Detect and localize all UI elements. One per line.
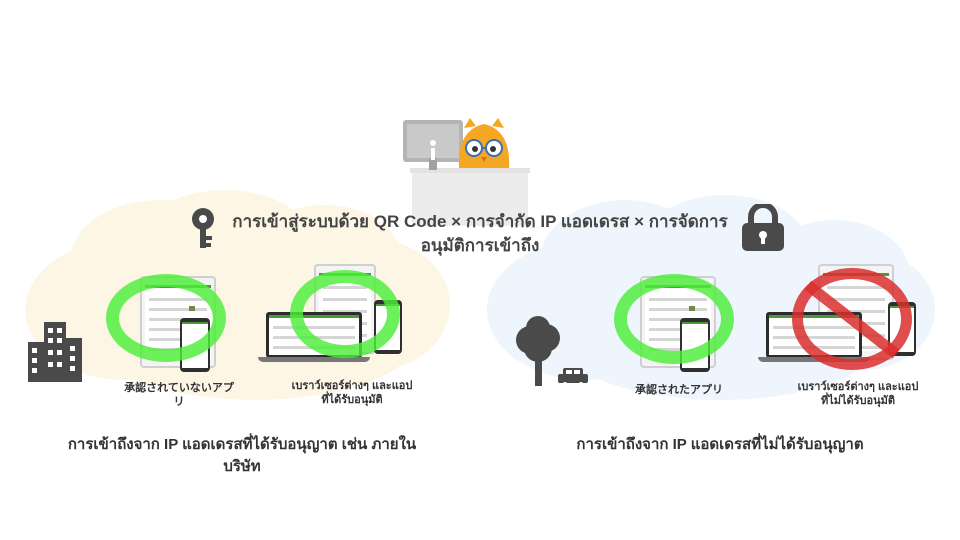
green-circle-icon xyxy=(106,274,226,362)
car-icon xyxy=(558,368,588,386)
desk-with-computer xyxy=(400,116,530,226)
unauthorized-ip-caption: การเข้าถึงจาก IP แอดเดรสที่ไม่ได้รับอนุญ… xyxy=(576,436,864,453)
key-icon xyxy=(192,208,214,248)
office-building-icon xyxy=(28,322,82,382)
laptop-base xyxy=(258,357,370,362)
approved-browser-app-label: เบราว์เซอร์ต่างๆ และแอปที่ได้รับอนุมัติ xyxy=(291,380,413,406)
owl-mascot-icon xyxy=(458,118,510,168)
laptop-base xyxy=(758,357,870,362)
green-circle-icon xyxy=(614,274,734,364)
approved-app-label: 承認されたアプリ xyxy=(635,384,723,396)
green-circle-icon xyxy=(290,270,400,358)
prohibited-sign-icon xyxy=(792,268,912,370)
desktop-computer-icon xyxy=(403,120,530,226)
allowed-ip-caption: การเข้าถึงจาก IP แอดเดรสที่ได้รับอนุญาต … xyxy=(67,436,417,475)
unapproved-browser-app-label: เบราว์เซอร์ต่างๆ และแอปที่ไม่ได้รับอนุมั… xyxy=(797,381,919,407)
page-title: การเข้าสู่ระบบด้วย QR Code × การจำกัด IP… xyxy=(232,212,728,255)
tree-icon xyxy=(516,316,560,386)
lock-icon xyxy=(742,204,784,251)
unapproved-app-label: 承認されていないアプリ xyxy=(124,382,234,408)
